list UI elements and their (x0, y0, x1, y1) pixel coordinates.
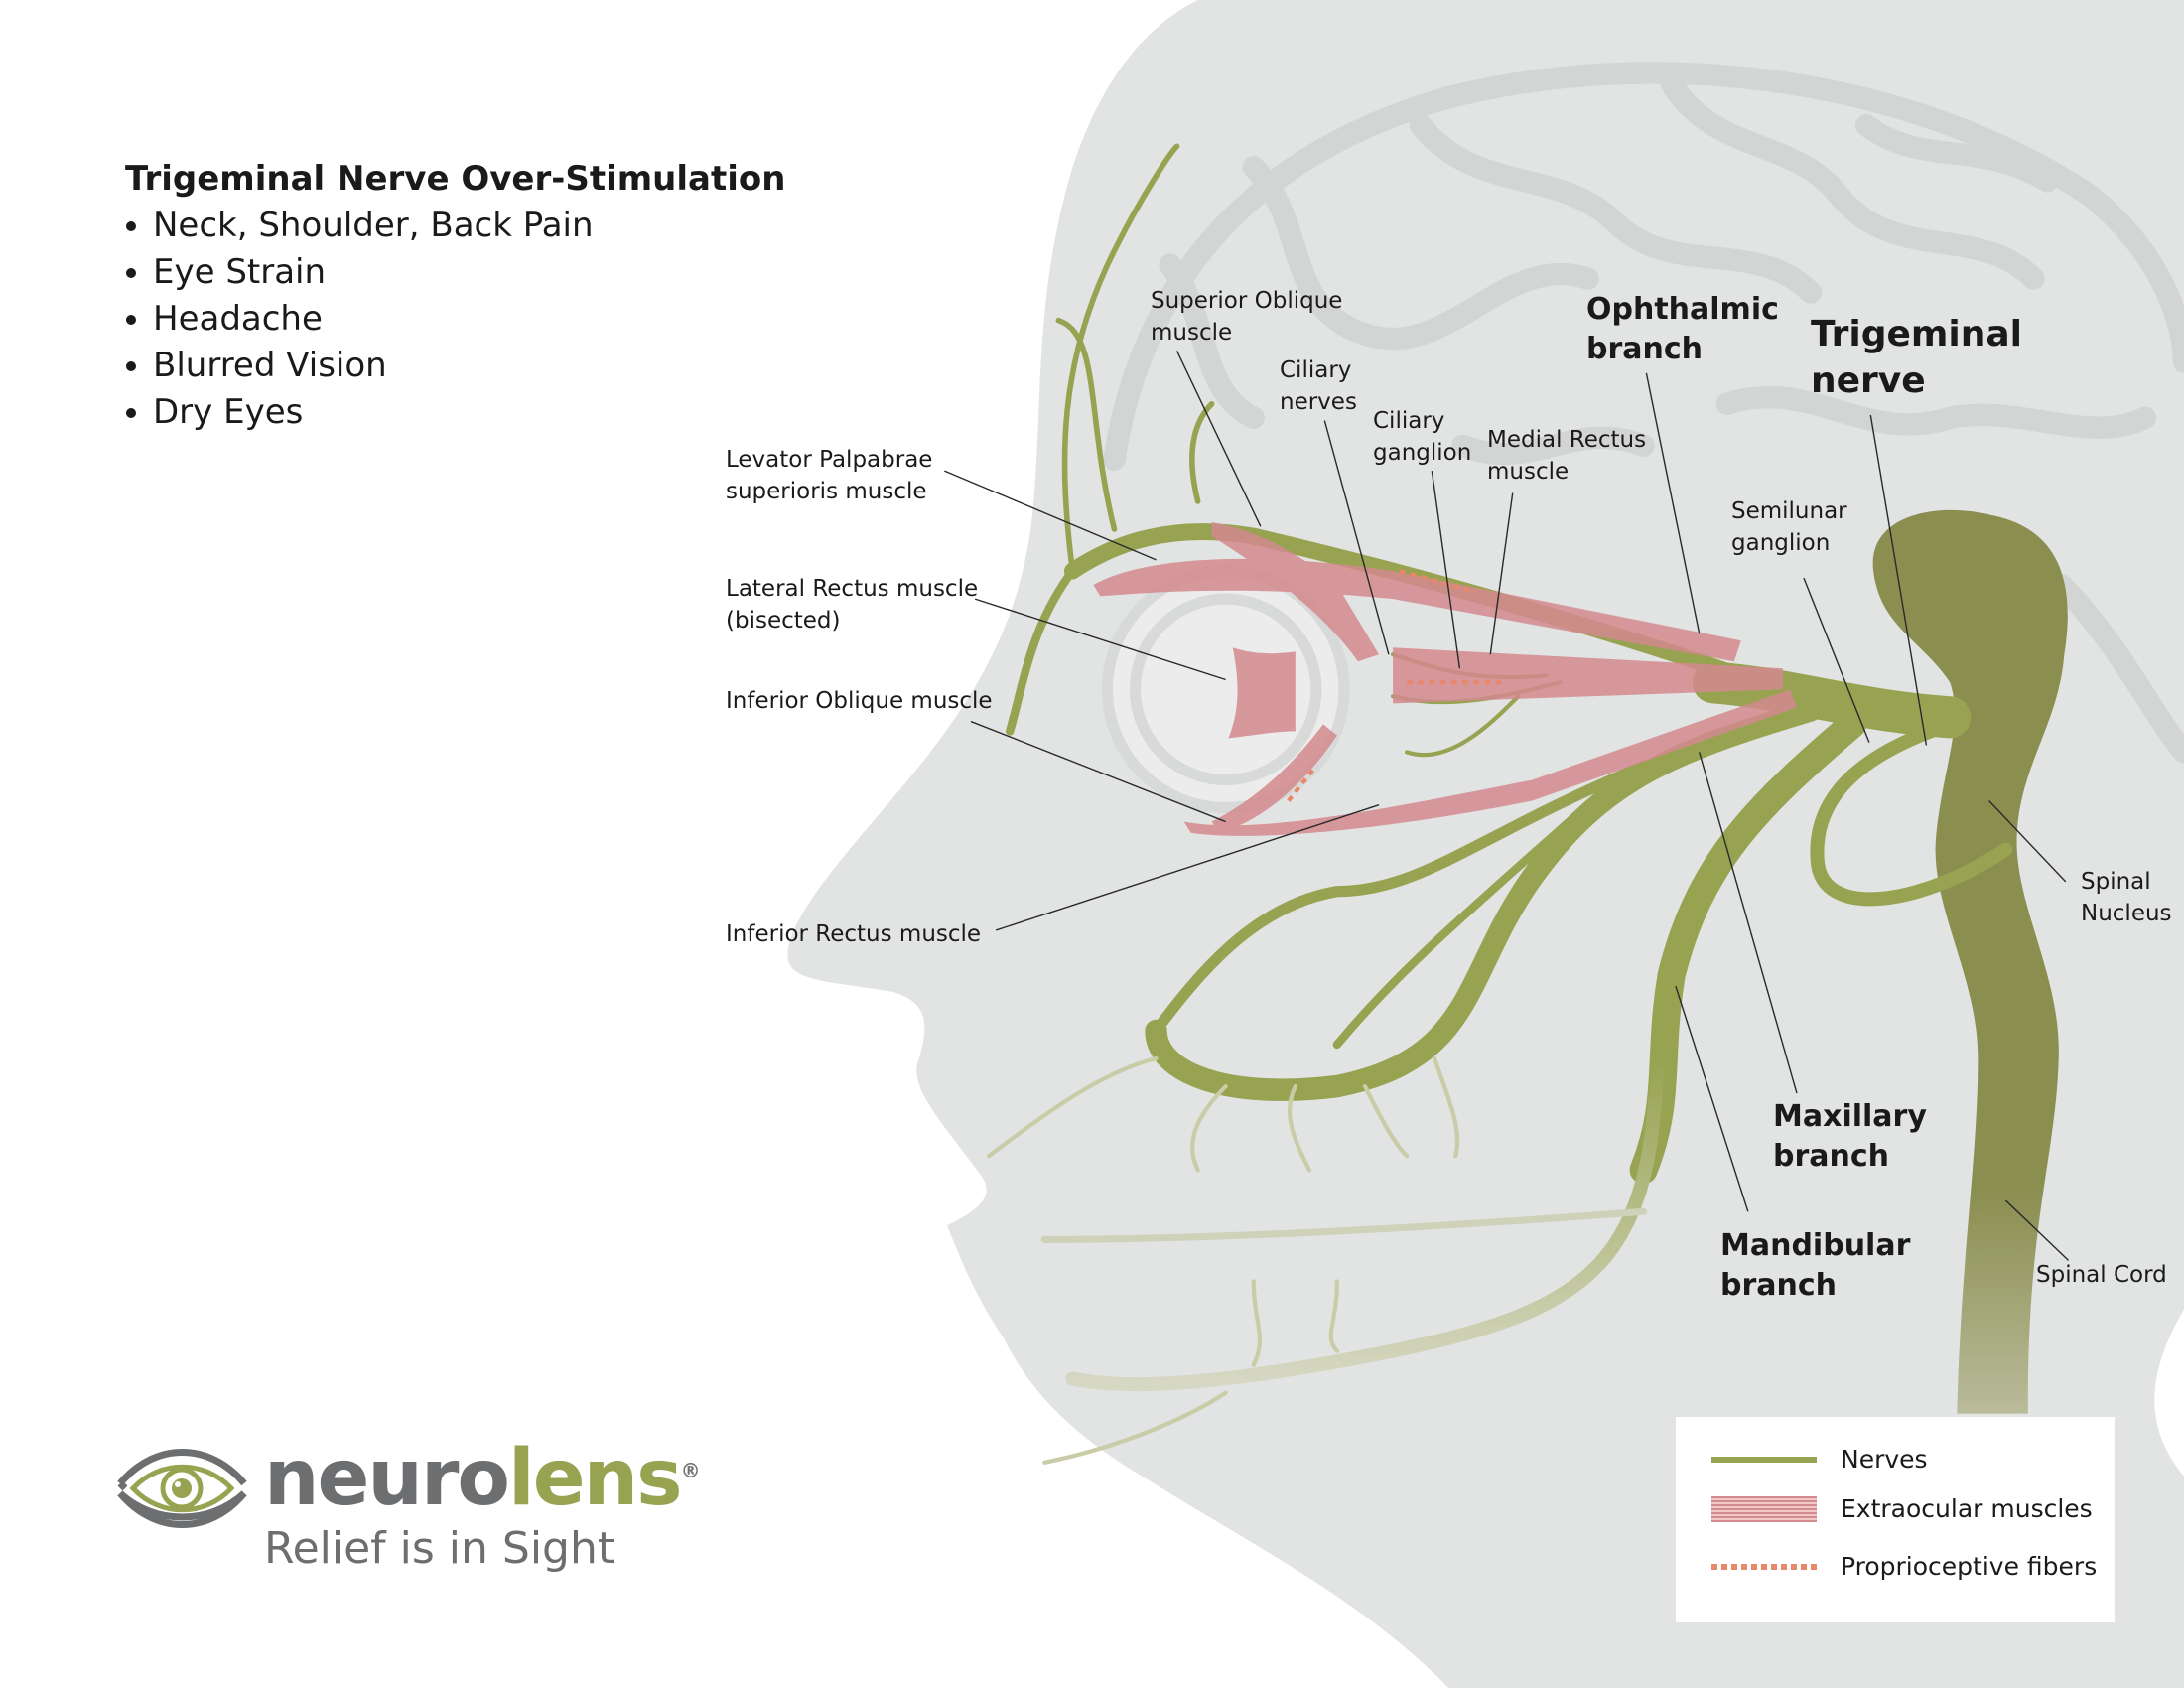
symptom-item: Neck, Shoulder, Back Pain (153, 203, 785, 249)
symptom-item: Eye Strain (153, 249, 785, 296)
brain-folds (1103, 62, 2184, 764)
proprioceptive-fibers (1287, 569, 1505, 802)
symptom-item: Blurred Vision (153, 343, 785, 389)
symptoms-list: Trigeminal Nerve Over-Stimulation Neck, … (125, 159, 785, 436)
muscle-swatch (1711, 1495, 1817, 1522)
legend-item-fibers: Proprioceptive fibers (1711, 1552, 2097, 1581)
legend-label: Proprioceptive fibers (1841, 1552, 2098, 1581)
legend-item-muscles: Extraocular muscles (1711, 1494, 2093, 1523)
extraocular-muscles (1093, 521, 1797, 836)
symptom-item: Dry Eyes (153, 389, 785, 436)
eye-logo-icon (117, 1449, 247, 1528)
symptoms-title: Trigeminal Nerve Over-Stimulation (125, 159, 786, 199)
nerve-swatch (1711, 1456, 1817, 1463)
legend-label: Nerves (1841, 1445, 1928, 1474)
spinal-cord (1872, 509, 2068, 1414)
fiber-swatch (1711, 1563, 1817, 1570)
legend-label: Extraocular muscles (1841, 1494, 2093, 1523)
symptom-item: Headache (153, 296, 785, 343)
label-inferior-rectus: Inferior Rectus muscle (726, 921, 982, 947)
legend: Nerves Extraocular muscles Proprioceptiv… (1676, 1417, 2115, 1622)
label-inferior-oblique: Inferior Oblique muscle (726, 688, 993, 714)
eyeball (1101, 565, 1350, 814)
legend-item-nerves: Nerves (1711, 1445, 1928, 1474)
nerve-paths (987, 143, 2013, 1465)
brand-tagline: Relief is in Sight (264, 1523, 615, 1574)
label-spinal-cord: Spinal Cord (2036, 1262, 2167, 1288)
label-leader-lines (944, 351, 2070, 1261)
label-lateral-rectus: Lateral Rectus muscle(bisected) (726, 576, 979, 633)
brand-name: neurolens® (264, 1434, 701, 1523)
neurolens-logo: neurolens® Relief is in Sight (115, 1434, 701, 1574)
